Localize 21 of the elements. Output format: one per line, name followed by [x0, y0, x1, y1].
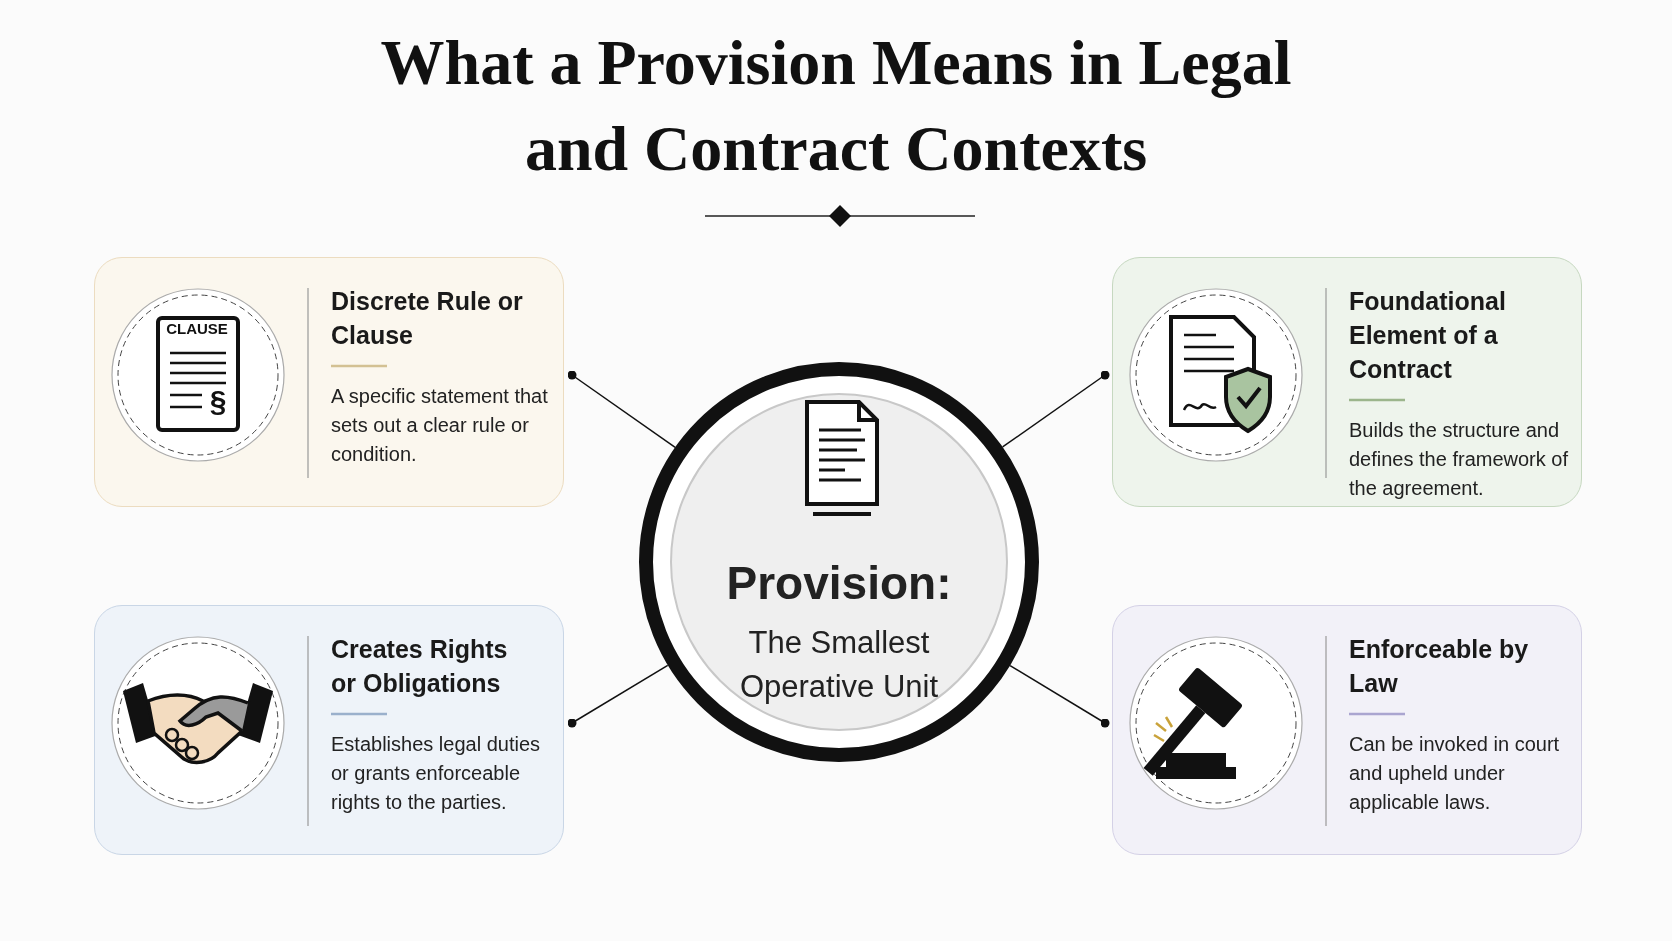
card-description: Can be invoked in court and upheld under applicable laws.	[1349, 732, 1561, 815]
card-title: Creates Rights or Obligations	[331, 634, 509, 699]
card-description: A specific statement that sets out a clear rule or condition.	[331, 384, 549, 467]
center-subtitle: The Smallest Operative Unit	[738, 624, 940, 706]
card	[1112, 605, 1582, 855]
connector-line	[567, 370, 676, 448]
card	[1112, 257, 1582, 507]
icon-caption: CLAUSE	[165, 320, 229, 337]
card-title: Discrete Rule or Clause	[331, 286, 524, 351]
center-heading: Provision:	[725, 556, 953, 610]
section-sign: §	[208, 384, 228, 418]
card	[94, 257, 564, 507]
card-description: Establishes legal duties or grants enforceable rights to the parties.	[331, 732, 541, 815]
connector-line	[567, 664, 669, 728]
title: What a Provision Means in Legal and Contract Contexts	[379, 26, 1293, 186]
card-title: Foundational Element of a Contract	[1349, 286, 1507, 385]
card-description: Builds the structure and defines the framework of the agreement.	[1349, 418, 1569, 501]
card-title: Enforceable by Law	[1349, 634, 1530, 699]
connector-line	[1009, 664, 1110, 728]
card	[94, 605, 564, 855]
connector-line	[1001, 370, 1110, 448]
